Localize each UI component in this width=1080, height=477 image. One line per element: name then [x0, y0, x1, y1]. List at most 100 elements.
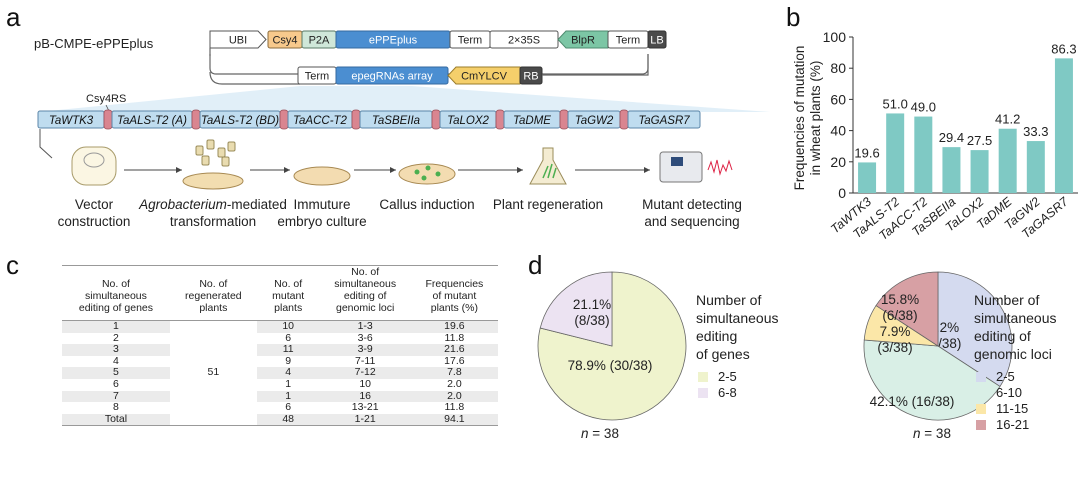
table-cell: 3-6: [319, 332, 411, 345]
table-cell: 3: [62, 344, 170, 356]
table-cell: 11: [256, 344, 320, 356]
legend-swatch-0: [976, 372, 986, 382]
table-cell: 2: [62, 332, 170, 345]
construct-name: pB-CMPE-ePPEplus: [34, 36, 154, 51]
table-cell: 7: [62, 390, 170, 403]
bar-4: [970, 150, 989, 193]
table-cell: 1: [62, 320, 170, 333]
pie-slice-sublabel-1: (8/38): [574, 313, 609, 328]
svg-text:epegRNAs array: epegRNAs array: [351, 71, 433, 83]
target-4: TaSBEIIa: [359, 110, 433, 129]
construct-element-8: LB: [647, 30, 667, 49]
svg-text:Vector: Vector: [75, 197, 114, 212]
y-tick-label-5: 100: [823, 29, 847, 45]
legend-title-3: of genes: [696, 346, 750, 362]
target-1: TaALS-T2 (A): [111, 110, 193, 129]
table-cell: 1: [256, 378, 320, 391]
csy4-site-2: [279, 109, 289, 130]
csy4-site-6: [559, 109, 569, 130]
legend-label-3: 16-21: [996, 417, 1029, 432]
y-tick-label-2: 40: [830, 123, 846, 139]
panel-letter-d: d: [528, 250, 543, 280]
workflow-step-4: Plant regeneration: [493, 197, 603, 212]
bar-value-label-4: 27.5: [967, 133, 992, 148]
target-6: TaDME: [503, 110, 561, 129]
svg-text:TaLOX2: TaLOX2: [447, 115, 489, 127]
legend-label-0: 2-5: [718, 369, 737, 384]
table-cell: 1-3: [319, 320, 411, 333]
construct-element-row2-2: CmYLCV: [447, 66, 521, 85]
legend-label-2: 11-15: [996, 401, 1028, 416]
svg-text:Agrobacterium-mediated: Agrobacterium-mediated: [138, 197, 287, 212]
table-cell: 48: [256, 413, 320, 426]
table-cell: 3-9: [319, 344, 411, 356]
svg-text:CmYLCV: CmYLCV: [461, 71, 508, 83]
workflow-step-1: Agrobacterium-mediated transformation: [138, 197, 287, 229]
table-cell: 1: [256, 390, 320, 403]
panel-letter-c: c: [6, 250, 19, 280]
construct-element-row2-1: epegRNAs array: [335, 66, 449, 85]
table-cell: 19.6: [410, 320, 498, 333]
y-tick-label-4: 80: [830, 60, 846, 76]
legend-swatch-1: [698, 388, 708, 398]
csy4-site-3: [351, 109, 361, 130]
csy4-site-1: [191, 109, 201, 130]
legend-title-2: editing: [696, 328, 737, 344]
svg-text:BlpR: BlpR: [571, 35, 595, 47]
pie-slice-label-1: 42.1% (16/38): [870, 394, 955, 409]
n-label: n = 38: [913, 426, 951, 441]
svg-text:TaWTK3: TaWTK3: [49, 115, 94, 127]
csy4-site-4: [431, 109, 441, 130]
svg-text:TaACC-T2: TaACC-T2: [293, 115, 347, 127]
construct-element-7: Term: [607, 30, 649, 49]
legend-swatch-1: [976, 388, 986, 398]
svg-text:construction: construction: [58, 214, 131, 229]
pie-slice-label-3: 15.8%: [881, 292, 919, 307]
svg-text:Mutant detecting: Mutant detecting: [642, 197, 742, 212]
workflow-step-0: Vector construction: [58, 197, 131, 229]
bar-value-label-2: 49.0: [911, 100, 936, 115]
target-0: TaWTK3: [37, 110, 105, 129]
table-cell: 9: [256, 355, 320, 368]
table-cell: 10: [256, 320, 320, 333]
svg-text:P2A: P2A: [309, 35, 330, 47]
table-cell: 2.0: [410, 390, 498, 403]
table-cell: 94.1: [410, 413, 498, 426]
construct-element-0: UBI: [209, 30, 267, 49]
legend-label-1: 6-10: [996, 385, 1022, 400]
svg-text:RB: RB: [523, 71, 538, 83]
svg-text:Csy4: Csy4: [272, 35, 297, 47]
y-tick-label-1: 20: [830, 154, 846, 170]
svg-text:2×35S: 2×35S: [508, 35, 540, 47]
expansion-wedge: [38, 86, 770, 112]
bar-1: [886, 113, 905, 193]
svg-text:TaGW2: TaGW2: [575, 115, 614, 127]
panel-letter-b: b: [786, 2, 801, 32]
flask-icon: [529, 147, 567, 185]
construct-element-5: 2×35S: [489, 30, 559, 49]
csy4-site-5: [495, 109, 505, 130]
legend-title-2: editing of: [974, 328, 1031, 344]
target-array: TaWTK3 TaALS-T2 (A) TaALS-T2 (BD) TaACC-T2 T…: [37, 109, 701, 130]
legend-title-3: genomic loci: [974, 346, 1052, 362]
construct-element-row2-3: RB: [519, 66, 543, 85]
table-cell: 4: [62, 355, 170, 368]
table-cell: 1-21: [319, 413, 411, 426]
bar-6: [1026, 141, 1045, 193]
pie-slice-3: [875, 271, 939, 347]
pie-slice-label-0: 78.9% (30/38): [568, 358, 653, 373]
svg-text:TaALS-T2 (BD): TaALS-T2 (BD): [201, 115, 279, 127]
workflow-step-3: Callus induction: [379, 197, 474, 212]
svg-text:transformation: transformation: [170, 214, 256, 229]
